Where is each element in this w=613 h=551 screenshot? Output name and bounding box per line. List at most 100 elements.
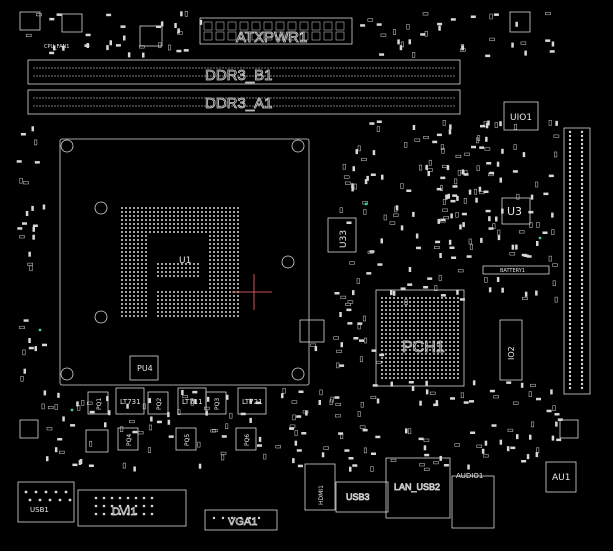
pin	[437, 353, 439, 355]
pin	[42, 67, 44, 69]
pin	[453, 305, 455, 307]
pin	[138, 75, 140, 77]
pad	[46, 456, 49, 462]
pin	[207, 67, 209, 69]
pad	[32, 224, 38, 227]
pin	[237, 259, 239, 261]
pad	[522, 152, 526, 158]
pin	[580, 186, 584, 190]
pin	[185, 207, 187, 209]
pin	[429, 325, 431, 327]
pin	[189, 105, 191, 107]
pin	[390, 75, 392, 77]
pin	[193, 267, 195, 269]
pin	[397, 353, 399, 355]
pin	[126, 97, 128, 99]
pin	[150, 496, 154, 500]
pin	[423, 105, 425, 107]
pin	[205, 303, 207, 305]
pad	[419, 463, 425, 467]
pad	[359, 356, 363, 363]
atx-power-connector	[199, 17, 353, 45]
pin	[75, 97, 77, 99]
pad	[520, 41, 527, 45]
pad	[476, 444, 482, 448]
pin	[237, 299, 239, 301]
pin	[145, 279, 147, 281]
pin	[133, 307, 135, 309]
pad	[545, 39, 551, 42]
pin	[441, 373, 443, 375]
pin	[93, 67, 95, 69]
pin	[449, 341, 451, 343]
pin	[568, 142, 572, 146]
pin	[432, 105, 434, 107]
pin	[129, 227, 131, 229]
label-ddr-b1: DDR3_B1	[205, 67, 273, 84]
pin	[413, 353, 415, 355]
pad	[551, 41, 555, 47]
pin	[409, 337, 411, 339]
pad	[515, 244, 518, 250]
pin	[147, 67, 149, 69]
pin	[121, 267, 123, 269]
pin	[221, 223, 223, 225]
pin	[141, 315, 143, 317]
pin	[408, 75, 410, 77]
pin	[66, 67, 68, 69]
pin	[393, 357, 395, 359]
pin	[420, 105, 422, 107]
pin	[421, 353, 423, 355]
pin	[153, 227, 155, 229]
pin	[342, 67, 344, 69]
pad	[548, 120, 552, 126]
pin	[145, 307, 147, 309]
pin	[333, 105, 335, 107]
pin	[457, 361, 459, 363]
pin	[568, 230, 572, 234]
pin	[137, 267, 139, 269]
pin	[145, 299, 147, 301]
pin	[129, 105, 131, 107]
pin	[393, 353, 395, 355]
pin	[129, 255, 131, 257]
pad	[122, 462, 126, 469]
pin	[134, 512, 138, 516]
pin	[102, 504, 106, 508]
pin	[401, 357, 403, 359]
pin	[432, 67, 434, 69]
pin	[568, 218, 572, 222]
pin	[437, 333, 439, 335]
pad	[347, 322, 353, 325]
pin	[165, 311, 167, 313]
pad	[363, 447, 367, 454]
pin	[125, 271, 127, 273]
pin	[165, 299, 167, 301]
pin	[185, 231, 187, 233]
pin	[33, 67, 35, 69]
pin	[217, 295, 219, 297]
pin	[345, 105, 347, 107]
pin	[234, 67, 236, 69]
pin	[233, 311, 235, 313]
pin	[389, 365, 391, 367]
pad	[314, 346, 318, 352]
pad	[296, 449, 302, 452]
pin	[201, 215, 203, 217]
pin	[433, 369, 435, 371]
pin	[429, 67, 431, 69]
pin	[393, 361, 395, 363]
pin	[233, 243, 235, 245]
pin	[441, 337, 443, 339]
pin	[185, 295, 187, 297]
pin	[125, 251, 127, 253]
pin	[417, 325, 419, 327]
pin	[396, 67, 398, 69]
pad	[496, 161, 500, 167]
pin	[129, 295, 131, 297]
pin	[417, 333, 419, 335]
pad	[16, 160, 22, 163]
pin	[389, 345, 391, 347]
pin	[437, 325, 439, 327]
pin	[189, 207, 191, 209]
